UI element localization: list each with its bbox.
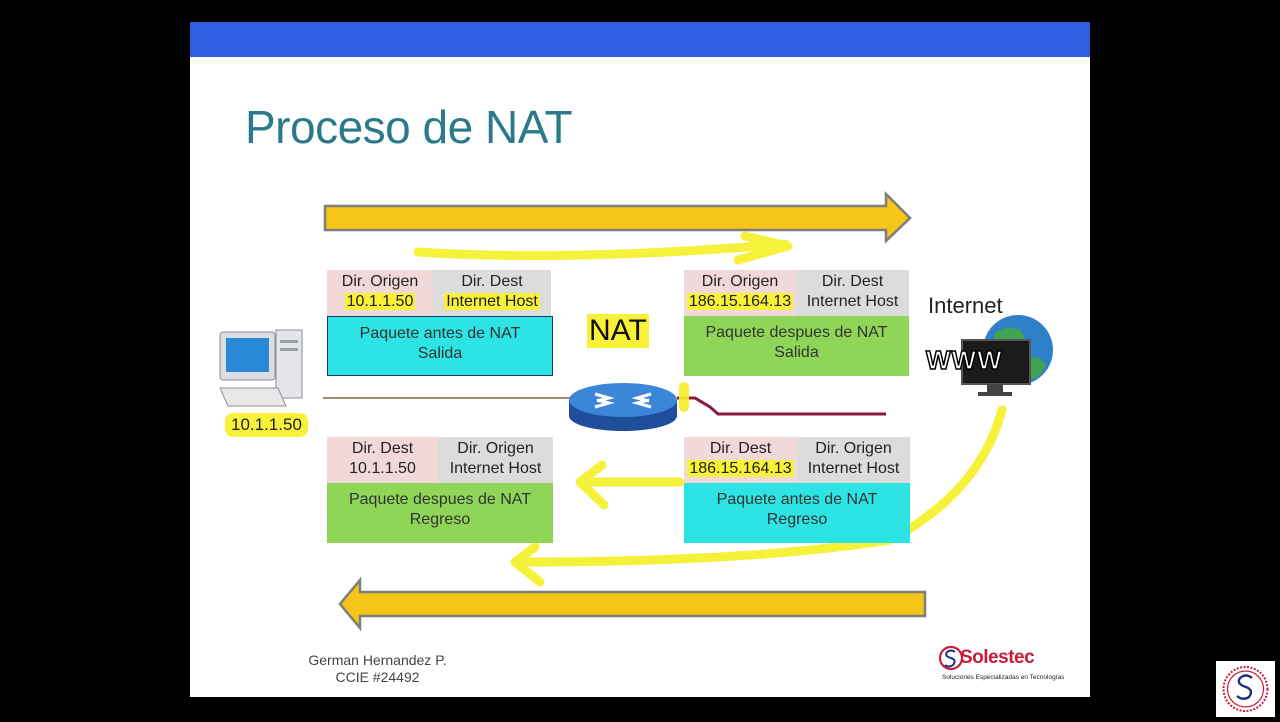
packet-out-before-src: Dir. Origen 10.1.1.50 <box>327 270 433 316</box>
field-value: Internet Host <box>806 293 899 310</box>
packet-out-after-src: Dir. Origen 186.15.164.13 <box>684 270 796 316</box>
packet-direction: Salida <box>774 344 819 361</box>
outbound-flow-arrow <box>323 190 912 244</box>
packet-out-before-dst: Dir. Dest Internet Host <box>433 270 551 316</box>
field-label: Dir. Origen <box>701 273 779 290</box>
internet-globe-icon <box>961 315 1053 396</box>
field-label: Dir. Origen <box>815 440 892 457</box>
field-value: Internet Host <box>807 460 900 477</box>
field-value: Internet Host <box>449 460 542 477</box>
slide: Proceso de NAT <box>190 22 1090 697</box>
packet-out-after-dst: Dir. Dest Internet Host <box>796 270 909 316</box>
packet-out-after-body: Paquete despues de NAT Salida <box>684 316 909 376</box>
packet-ret-after-src: Dir. Origen Internet Host <box>438 437 553 483</box>
packet-ret-before-body: Paquete antes de NAT Regreso <box>684 483 910 543</box>
www-label: WWW <box>925 344 1003 376</box>
marker-annotations <box>413 231 1007 587</box>
router-icon <box>569 383 677 431</box>
field-value: 186.15.164.13 <box>686 293 794 310</box>
return-flow-arrow <box>338 576 927 632</box>
field-value: 10.1.1.50 <box>349 460 416 477</box>
packet-title: Paquete antes de NAT <box>359 325 521 342</box>
slide-top-bar <box>190 22 1090 57</box>
field-label: Dir. Dest <box>351 440 414 457</box>
field-value: 10.1.1.50 <box>344 293 416 310</box>
packet-direction: Regreso <box>409 511 471 528</box>
corner-watermark-logo <box>1216 661 1275 717</box>
packet-ret-after-dst: Dir. Dest 10.1.1.50 <box>327 437 438 483</box>
logo-subtitle: Soluciones Especializadas en Tecnologías <box>942 674 1065 681</box>
field-value: 186.15.164.13 <box>687 460 794 477</box>
wan-link <box>677 396 886 416</box>
packet-direction: Salida <box>417 345 463 362</box>
footer-author: German Hernandez P. CCIE #24492 <box>290 652 465 686</box>
packet-ret-after-body: Paquete despues de NAT Regreso <box>327 483 553 543</box>
packet-title: Paquete despues de NAT <box>705 324 888 341</box>
packet-out-before-body: Paquete antes de NAT Salida <box>327 316 553 376</box>
field-label: Dir. Dest <box>709 440 772 457</box>
watermark-emblem-icon <box>1222 666 1269 712</box>
diagram-graphics <box>219 190 1053 632</box>
packet-title: Paquete despues de NAT <box>348 491 532 508</box>
logo-text: Solestec <box>960 647 1035 668</box>
nat-label: NAT <box>587 314 649 348</box>
field-label: Dir. Origen <box>341 273 419 290</box>
field-label: Dir. Dest <box>821 273 884 290</box>
field-value: Internet Host <box>444 293 540 310</box>
packet-ret-before-src: Dir. Origen Internet Host <box>797 437 910 483</box>
solestec-logo: Solestec Soluciones Especializadas en Te… <box>938 641 1065 686</box>
packet-title: Paquete antes de NAT <box>716 491 878 508</box>
pc-ip-label: 10.1.1.50 <box>225 413 308 437</box>
internet-label: Internet <box>928 293 1003 318</box>
field-label: Dir. Origen <box>457 440 534 457</box>
author-cert: CCIE #24492 <box>335 669 420 685</box>
pc-icon <box>219 329 303 407</box>
packet-direction: Regreso <box>766 511 828 528</box>
slide-title: Proceso de NAT <box>245 101 573 153</box>
logo-emblem-icon <box>938 645 964 671</box>
packet-ret-before-dst: Dir. Dest 186.15.164.13 <box>684 437 797 483</box>
author-name: German Hernandez P. <box>308 652 447 668</box>
field-label: Dir. Dest <box>461 273 523 290</box>
